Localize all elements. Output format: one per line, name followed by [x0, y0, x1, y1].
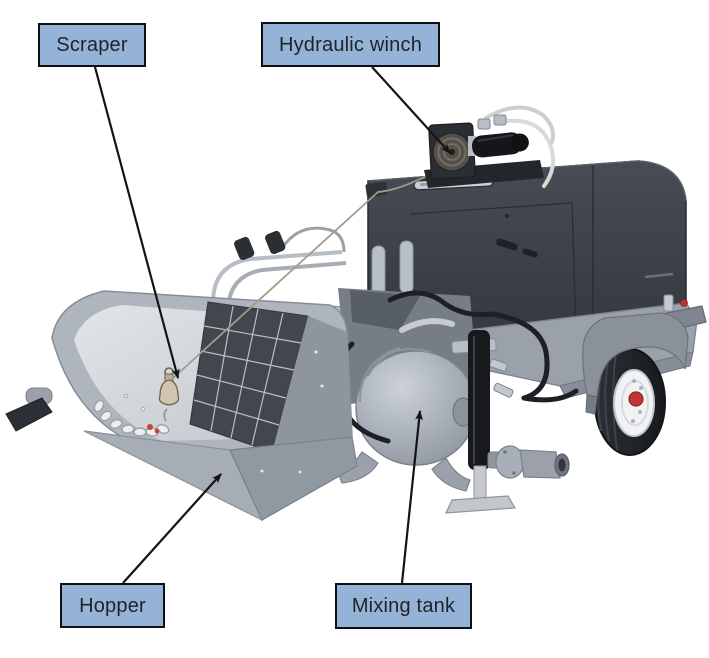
scraper-weight: [158, 367, 180, 422]
outlet-pipe: [487, 445, 570, 479]
railing: [210, 226, 347, 313]
tank-ribs: [359, 347, 431, 403]
scraper-chain: [93, 399, 170, 437]
left-agitator-pipe: [5, 387, 53, 432]
winch-motor: [471, 132, 529, 158]
tank-foot: [431, 457, 471, 492]
pointer-line-scraper: [93, 66, 180, 379]
canopy-top-edge: [367, 160, 687, 202]
hose-fitting: [493, 382, 514, 398]
pointer-line-hopper: [122, 473, 222, 584]
post: [399, 240, 414, 294]
silver-pipe: [399, 318, 455, 333]
support-jack: [445, 330, 517, 514]
winch-hoses: [484, 105, 556, 188]
canopy-vent: [496, 238, 518, 251]
fender: [582, 312, 689, 415]
jack-tube: [468, 330, 490, 470]
jack-inner-tube: [473, 465, 487, 501]
hopper-right-wall: [272, 316, 352, 452]
spray-nozzle: [265, 230, 286, 254]
hopper: [51, 290, 358, 522]
hopper-grate: [189, 301, 309, 453]
winch-drum: [432, 132, 472, 172]
winch-fitting: [493, 114, 507, 126]
label-hopper: Hopper: [60, 583, 165, 628]
hydraulic-winch-assembly: [424, 105, 556, 188]
canopy-vent: [522, 248, 538, 258]
rivets: [123, 349, 325, 475]
hopper-front-right: [229, 436, 358, 521]
canopy-side-handle: [644, 272, 674, 279]
label-scraper: Scraper: [38, 23, 146, 67]
pointer-line-hydraulic-winch: [371, 66, 451, 154]
tank-bracket: [350, 290, 420, 330]
wheel: [594, 348, 666, 456]
reflector: [680, 299, 688, 307]
label-hydraulic-winch: Hydraulic winch: [261, 22, 440, 67]
label-mixing-tank: Mixing tank: [335, 583, 472, 629]
pointer-lines: [93, 66, 451, 584]
pointer-line-mixing-tank: [400, 410, 424, 584]
winch-fitting: [477, 118, 491, 130]
mixing-tank-group: [335, 288, 579, 492]
hose-fitting: [489, 358, 508, 372]
canopy-bolt: [505, 214, 509, 218]
spray-nozzle: [234, 236, 255, 260]
red-shackle: [154, 428, 160, 434]
mud-flap: [585, 394, 598, 415]
wheel-hub: [628, 391, 644, 407]
red-shackle: [147, 424, 153, 430]
winch-base: [424, 160, 544, 188]
cable-guide-bracket: [365, 181, 388, 198]
canopy-door-seam: [409, 202, 577, 331]
jack-foot: [445, 495, 517, 514]
